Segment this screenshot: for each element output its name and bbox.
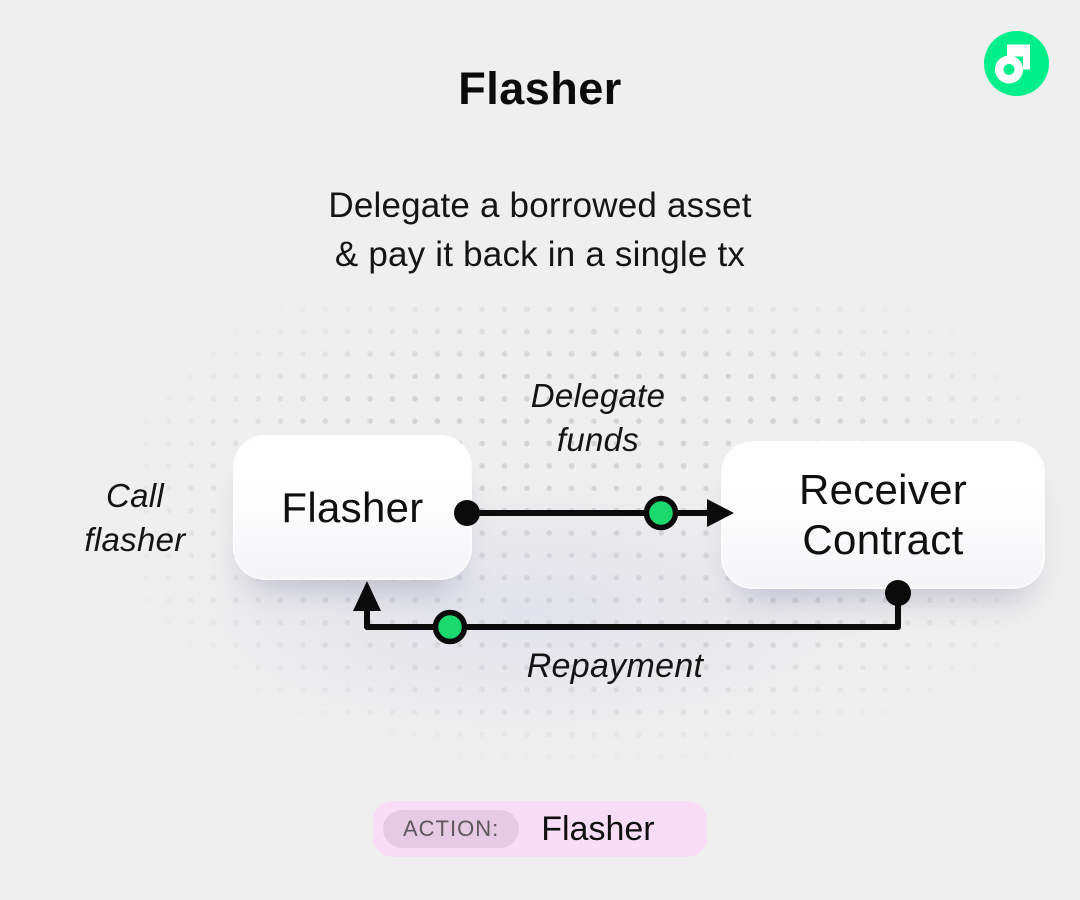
arrow-start-dot bbox=[885, 580, 911, 606]
delegate-funds-line-1: Delegate bbox=[530, 377, 666, 414]
repayment-arrow bbox=[353, 580, 911, 645]
receiver-node-label: Receiver Contract bbox=[799, 465, 967, 565]
receiver-contract-node: Receiver Contract bbox=[723, 443, 1043, 587]
call-flasher-label: Call flasher bbox=[30, 474, 240, 562]
moving-token-icon bbox=[432, 609, 468, 645]
receiver-node-line-1: Receiver bbox=[798, 466, 968, 513]
delegate-funds-line-2: funds bbox=[556, 421, 640, 458]
flow-logo-icon bbox=[984, 31, 1049, 96]
subtitle-line-1: Delegate a borrowed asset bbox=[328, 186, 752, 225]
action-chip: ACTION: bbox=[383, 810, 520, 848]
repayment-label: Repayment bbox=[526, 647, 704, 685]
call-flasher-line-1: Call bbox=[105, 477, 165, 514]
flasher-node-label: Flasher bbox=[281, 483, 424, 531]
page-title: Flasher bbox=[458, 63, 622, 114]
moving-token-icon bbox=[643, 495, 679, 531]
page-subtitle: Delegate a borrowed asset & pay it back … bbox=[0, 181, 1080, 279]
delegate-funds-label: Delegate funds bbox=[468, 374, 728, 462]
action-badge: ACTION: Flasher bbox=[373, 801, 707, 857]
flasher-node: Flasher bbox=[235, 437, 470, 578]
call-flasher-line-2: flasher bbox=[84, 521, 186, 558]
arrowhead-up-icon bbox=[353, 581, 381, 611]
delegate-funds-arrow bbox=[454, 495, 734, 531]
receiver-node-line-2: Contract bbox=[802, 516, 964, 563]
subtitle-line-2: & pay it back in a single tx bbox=[334, 235, 746, 274]
arrowhead-right-icon bbox=[707, 499, 734, 527]
arrow-start-dot bbox=[454, 500, 480, 526]
action-value: Flasher bbox=[541, 809, 655, 848]
